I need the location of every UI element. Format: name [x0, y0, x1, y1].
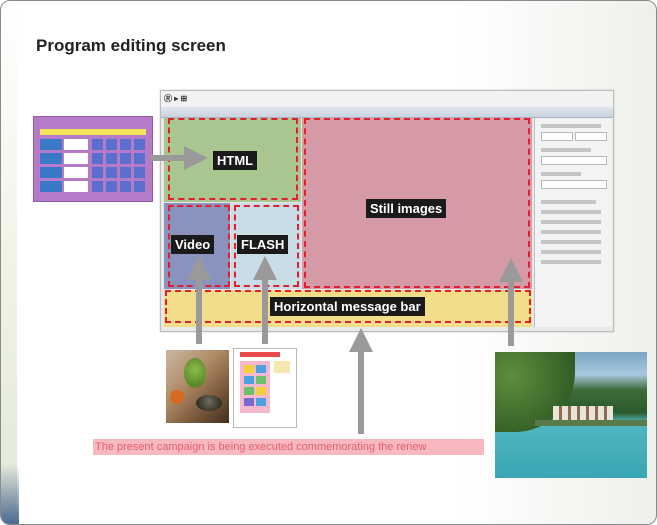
- window-menubar: [161, 107, 613, 118]
- video-label: Video: [171, 235, 215, 254]
- panel-bottom-accent: [1, 464, 19, 524]
- property-line: [541, 210, 601, 214]
- window-title: Ⓡ ▸ ⊞: [164, 94, 188, 103]
- property-line: [541, 220, 601, 224]
- message-bar-text: The present campaign is being executed c…: [93, 439, 484, 455]
- property-line: [541, 172, 581, 176]
- thumbnail-row: [40, 167, 146, 178]
- flash-label: FLASH: [237, 235, 289, 254]
- still-images-label: Still images: [366, 199, 447, 218]
- property-field[interactable]: [541, 132, 573, 141]
- houses-image: [553, 406, 613, 420]
- property-line: [541, 250, 601, 254]
- html-content-thumbnail: [33, 116, 153, 202]
- thumbnail-row: [40, 153, 146, 164]
- property-field[interactable]: [541, 156, 607, 165]
- bar-dashed-outline: [165, 290, 531, 323]
- property-field[interactable]: [541, 180, 607, 189]
- property-line: [541, 124, 601, 128]
- bowl-image: [196, 395, 222, 411]
- fruit-image: [170, 390, 184, 404]
- property-line: [541, 148, 591, 152]
- flash-content-thumbnail: [233, 348, 297, 428]
- plant-image: [184, 358, 206, 388]
- property-line: [541, 240, 601, 244]
- property-line: [541, 230, 601, 234]
- thumbnail-row: [40, 181, 146, 192]
- page-title: Program editing screen: [36, 36, 226, 55]
- html-label: HTML: [213, 151, 258, 170]
- message-bar-label: Horizontal message bar: [270, 297, 425, 316]
- thumbnail-header: [40, 129, 146, 135]
- still-image-thumbnail: [495, 352, 647, 478]
- video-content-thumbnail: [166, 350, 229, 423]
- property-line: [541, 260, 601, 264]
- still-dashed-outline: [304, 118, 530, 288]
- flash-title-bar: [240, 352, 280, 357]
- property-field[interactable]: [575, 132, 607, 141]
- shore-image: [535, 420, 647, 426]
- property-line: [541, 200, 596, 204]
- thumbnail-row: [40, 139, 146, 150]
- properties-panel: [534, 118, 612, 327]
- panel-shade: [1, 1, 17, 524]
